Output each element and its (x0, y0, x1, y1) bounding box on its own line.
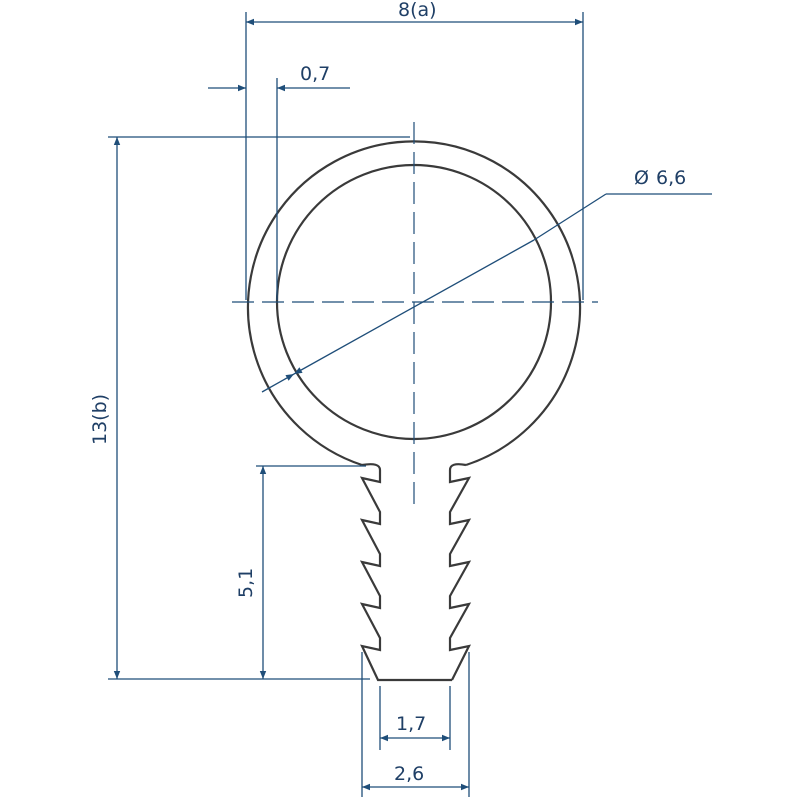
width-label: 8(a) (398, 0, 437, 21)
dimension-line (293, 239, 535, 375)
dimension-diameter: Ø 6,6 (261, 167, 712, 393)
wall-label: 0,7 (300, 63, 330, 85)
stem-right-edge (448, 463, 472, 681)
stem-length-label: 5,1 (235, 568, 257, 598)
outer-width-label: 2,6 (394, 763, 424, 785)
dimension-height: 13(b) (89, 136, 410, 680)
inner-width-label: 1,7 (396, 713, 426, 735)
dimension-stem-length: 5,1 (235, 465, 366, 679)
dimension-wall: 0,7 (208, 63, 350, 300)
diameter-label: 6,6 (656, 167, 686, 189)
centerlines (232, 122, 598, 505)
dimension-outer-width: 2,6 (361, 652, 470, 797)
leader-line (261, 373, 295, 393)
stem-left-edge (359, 463, 452, 682)
dimension-inner-width: 1,7 (379, 686, 451, 750)
dimension-width: 8(a) (245, 0, 584, 300)
height-label: 13(b) (89, 394, 111, 445)
diameter-symbol: Ø (634, 167, 649, 189)
leader-line (533, 193, 607, 241)
